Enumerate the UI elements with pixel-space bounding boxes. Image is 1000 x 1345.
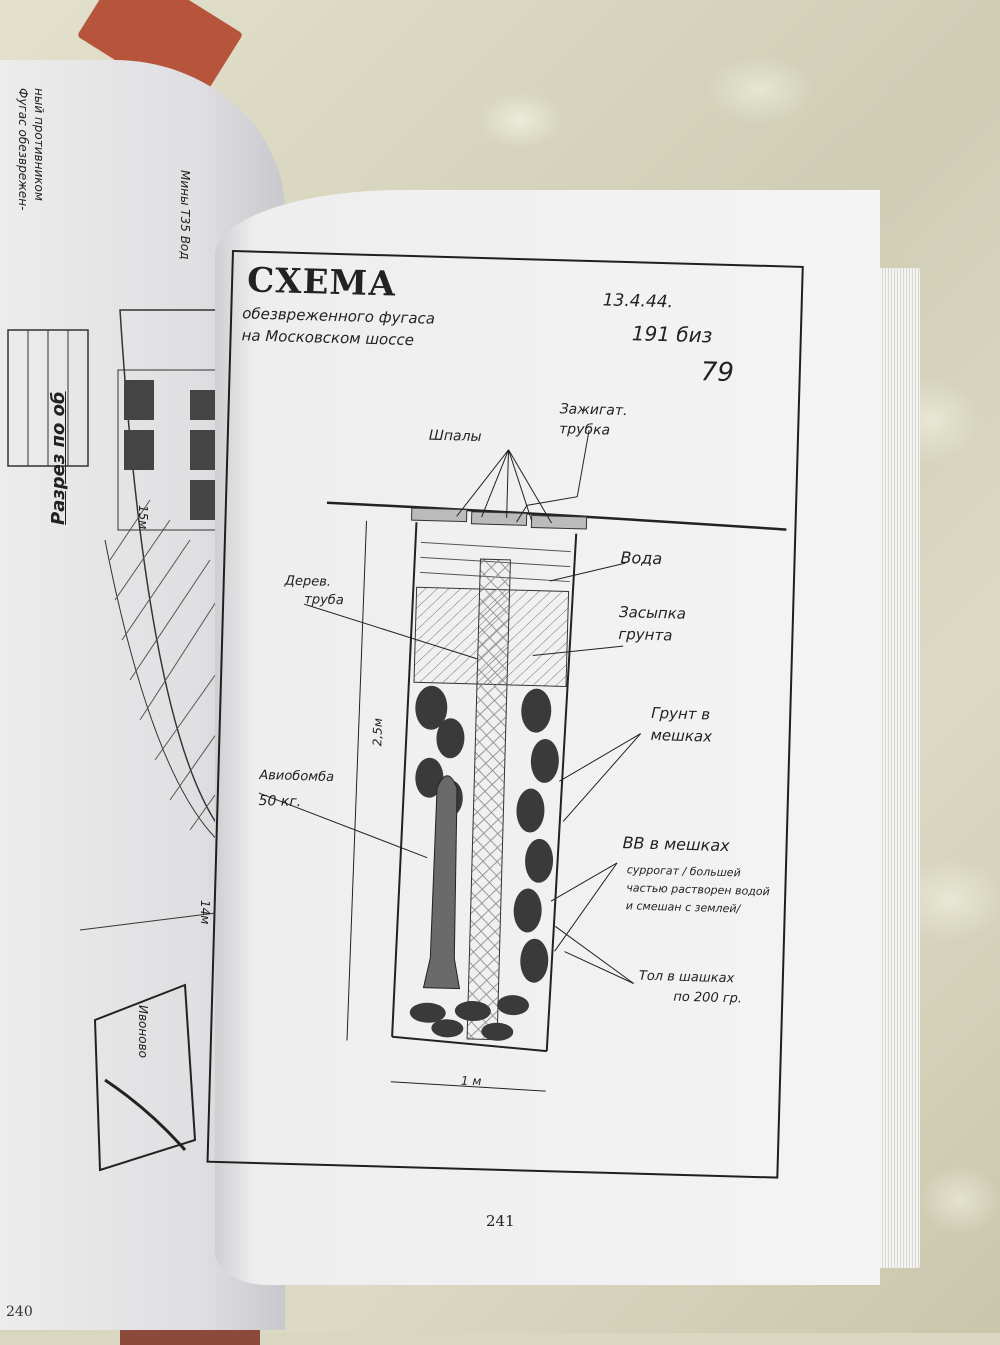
label-explosives: ВВ в мешках [622,833,730,856]
label-backfill-2: грунта [618,624,673,645]
right-page-number: 241 [486,1212,515,1230]
label-wood-tube-1: Дерев. [284,573,332,590]
label-water: Вода [620,547,663,569]
label-depth: 2,5м [370,717,385,747]
left-label-mid: Мины Т35 Вод [178,170,192,260]
label-shafts: Шпалы [428,427,482,446]
label-soil-bags-2: мешках [650,725,713,746]
left-town-label: Ивоново [136,1005,150,1058]
scheme-ref: 191 биз [631,321,713,348]
label-soil-bags-1: Грунт в [650,703,711,724]
label-bomb-1: Авиобомба [259,767,335,786]
left-label-top-2: ный противником [32,88,46,201]
scheme-ref2: 79 [700,357,735,389]
label-tol-2: по 200 гр. [673,989,743,1007]
label-fuse-tube-2: трубка [558,421,611,439]
left-dim-width: 14м [198,900,212,925]
scheme-date: 13.4.44. [602,290,674,313]
label-width: 1 м [460,1073,482,1089]
left-section-label: Разрез по об [48,391,69,525]
label-backfill-1: Засыпка [618,602,687,623]
label-fuse-tube-1: Зажигат. [559,401,628,420]
label-wood-tube-2: труба [304,592,344,609]
left-page-number: 240 [6,1304,33,1320]
label-bomb-2: 50 кг. [258,792,302,811]
scheme-frame: СХЕМА обезвреженного фугаса на Московско… [206,250,804,1179]
scheme-title: СХЕМА [246,260,398,305]
label-tol-1: Тол в шашках [638,968,735,987]
left-label-top-1: Фугас обезврежен- [16,88,30,211]
left-dim-small: 15м [136,505,150,530]
scheme-drawing [258,429,787,1092]
right-page [215,190,880,1285]
